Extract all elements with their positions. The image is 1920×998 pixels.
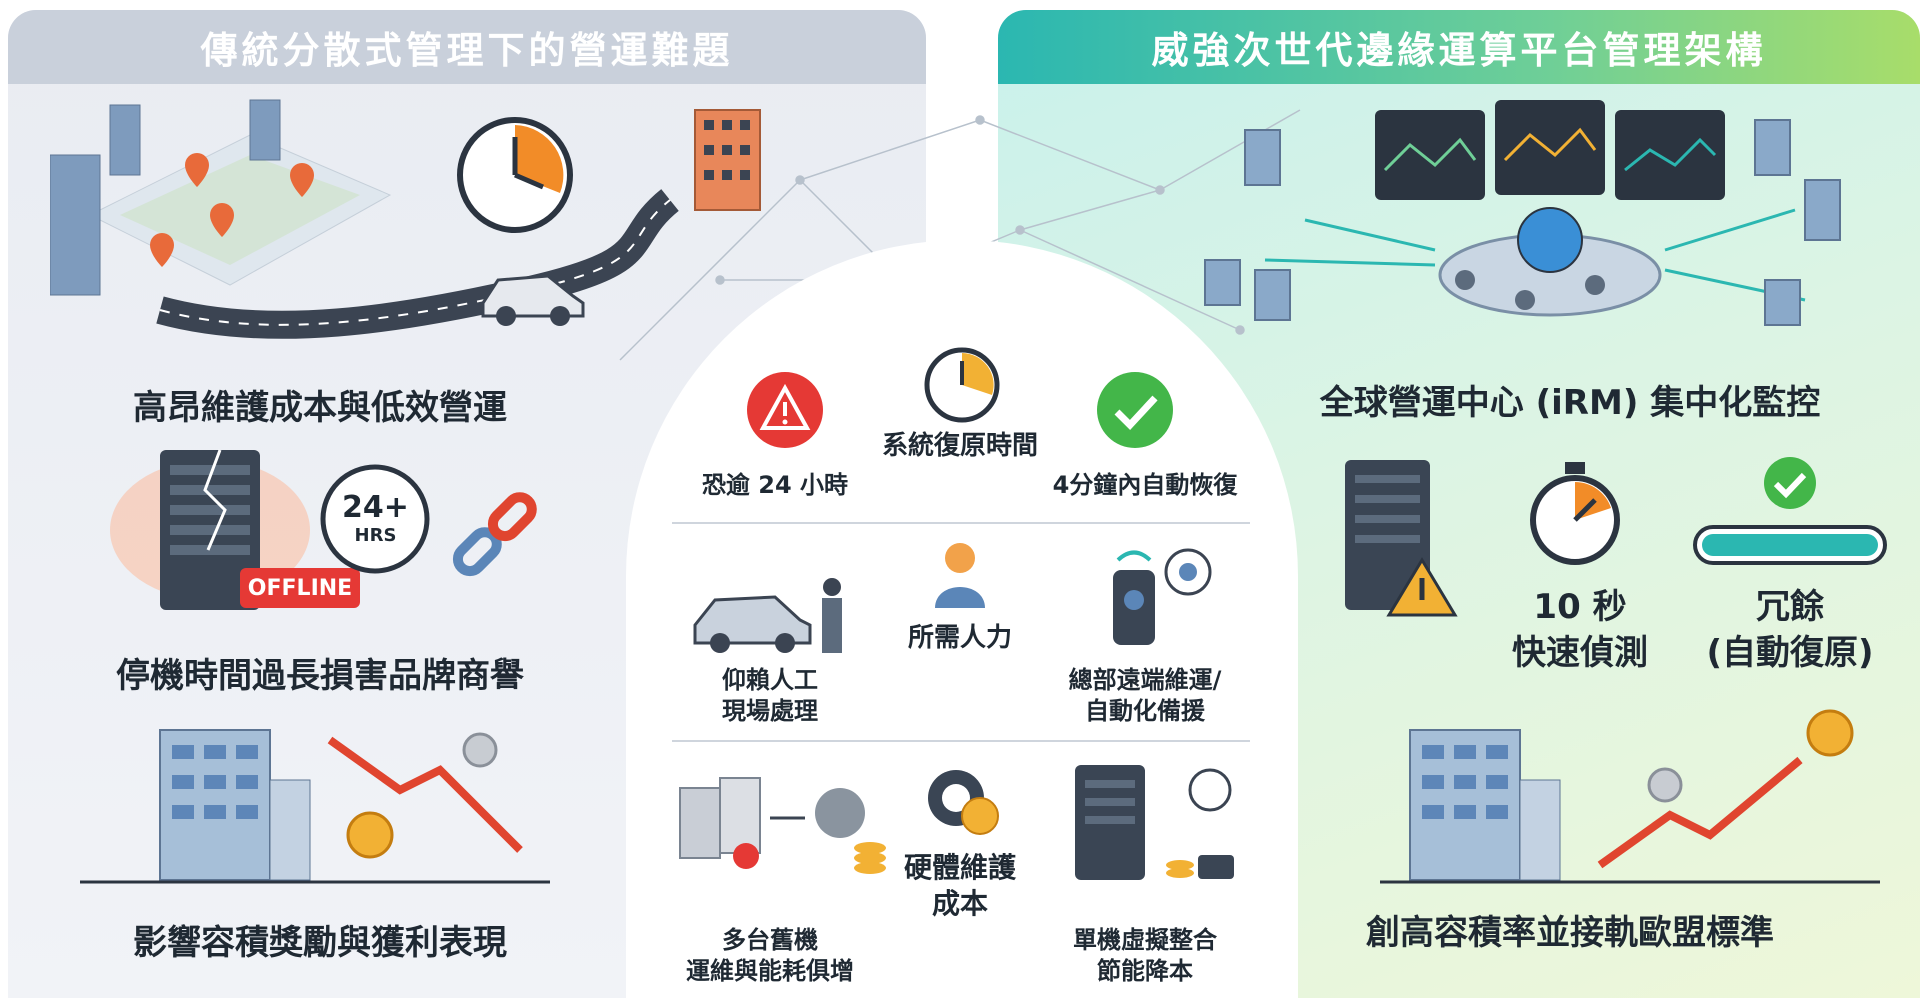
row3-right: 單機虛擬整合 節能降本 bbox=[1030, 925, 1260, 987]
clock-icon bbox=[457, 117, 573, 233]
redundancy-label: 冗餘 (自動復原) bbox=[1680, 585, 1900, 677]
building-icon bbox=[694, 109, 761, 211]
row2-left-line2: 現場處理 bbox=[722, 697, 818, 726]
right-header-title: 威強次世代邊緣運算平台管理架構 bbox=[1151, 29, 1767, 72]
gear-dollar-icon bbox=[928, 770, 999, 835]
offline-badge: OFFLINE bbox=[240, 568, 360, 608]
old-servers-icon bbox=[679, 777, 886, 874]
right-caption-irm: 全球營運中心 (iRM) 集中化監控 bbox=[1319, 383, 1821, 423]
divider-1 bbox=[672, 522, 1250, 524]
row3-center-line1: 硬體維護 bbox=[903, 851, 1016, 884]
left-caption-downtime: 停機時間過長損害品牌商譽 bbox=[116, 656, 524, 696]
stopwatch-icon bbox=[1530, 462, 1620, 565]
hours-unit: HRS bbox=[354, 525, 397, 546]
warning-icon bbox=[747, 372, 823, 448]
row2-right-line1: 總部遠端維運/ bbox=[1068, 666, 1222, 694]
row1-center: 系統復原時間 bbox=[881, 431, 1038, 461]
redundancy-line1: 冗餘 bbox=[1756, 587, 1824, 627]
detect-line1: 10 秒 bbox=[1533, 587, 1627, 627]
road-icon bbox=[156, 189, 680, 339]
trend-up-icon bbox=[1597, 756, 1803, 869]
hours-label-group: 24+ HRS bbox=[318, 490, 433, 546]
row2-right-line2: 自動化備援 bbox=[1085, 697, 1205, 726]
hours-clock-icon bbox=[320, 464, 430, 574]
detect-label: 10 秒 快速偵測 bbox=[1490, 585, 1670, 677]
left-header-title: 傳統分散式管理下的營運難題 bbox=[200, 29, 734, 72]
remote-control-icon bbox=[1113, 548, 1212, 645]
redundancy-line2: (自動復原) bbox=[1706, 632, 1874, 673]
row3-right-line2: 節能降本 bbox=[1097, 957, 1193, 986]
car-person-icon bbox=[693, 578, 842, 653]
row2-right: 總部遠端維運/ 自動化備援 bbox=[1030, 665, 1260, 727]
progress-bar-icon bbox=[1693, 457, 1887, 565]
row3-left-line1: 多台舊機 bbox=[722, 926, 818, 954]
row1-left: 恐逾 24 小時 bbox=[701, 471, 849, 499]
map-icon bbox=[50, 99, 392, 296]
virtual-server-icon bbox=[1075, 765, 1234, 880]
building-trend-illustration bbox=[80, 729, 550, 884]
left-caption-reward: 影響容積獎勵與獲利表現 bbox=[133, 923, 507, 963]
row2-left-line1: 仰賴人工 bbox=[722, 666, 818, 694]
globe-icon bbox=[1517, 207, 1583, 273]
building-growth-illustration bbox=[1380, 709, 1880, 884]
person-icon bbox=[935, 543, 985, 608]
row3-center-line2: 成本 bbox=[931, 887, 988, 921]
monitor-icon bbox=[1375, 100, 1725, 200]
detect-line2: 快速偵測 bbox=[1512, 632, 1648, 673]
right-caption-standard: 創高容積率並接軌歐盟標準 bbox=[1366, 913, 1774, 953]
trend-down-icon bbox=[327, 736, 523, 853]
broken-link-icon bbox=[452, 492, 537, 577]
server-warning-icon bbox=[1345, 460, 1458, 617]
row3-center: 硬體維護 成本 bbox=[870, 850, 1050, 923]
operations-center-illustration bbox=[1204, 100, 1841, 326]
row3-right-line1: 單機虛擬整合 bbox=[1073, 926, 1217, 954]
row3-left: 多台舊機 運維與能耗俱增 bbox=[660, 925, 880, 987]
row3-left-line2: 運維與能耗俱增 bbox=[686, 957, 854, 986]
check-icon bbox=[1097, 372, 1173, 448]
recovery-clock-icon bbox=[924, 347, 1000, 423]
server-icon bbox=[110, 449, 310, 610]
hours-number: 24+ bbox=[342, 490, 409, 525]
car-icon bbox=[481, 274, 585, 326]
row2-left: 仰賴人工 現場處理 bbox=[660, 665, 880, 727]
left-header: 傳統分散式管理下的營運難題 bbox=[8, 10, 926, 84]
offline-label: OFFLINE bbox=[247, 575, 353, 601]
medal-icon bbox=[346, 811, 394, 859]
left-caption-cost: 高昂維護成本與低效營運 bbox=[133, 388, 507, 428]
row1-right: 4分鐘內自動恢復 bbox=[1052, 471, 1238, 499]
divider-2 bbox=[672, 740, 1250, 742]
right-header: 威強次世代邊緣運算平台管理架構 bbox=[998, 10, 1920, 84]
row2-center: 所需人力 bbox=[907, 623, 1012, 653]
